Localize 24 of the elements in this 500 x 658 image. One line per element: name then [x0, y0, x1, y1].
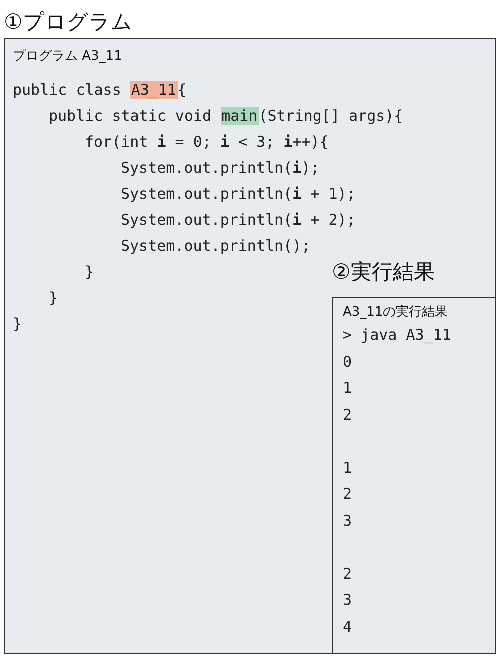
output-line: 3 [343, 512, 352, 530]
output-line: 1 [343, 379, 352, 397]
section-heading: ①プログラム [4, 9, 133, 36]
code-line: public class A3_11{ [13, 81, 187, 99]
panel-caption: プログラム A3_11 [13, 48, 122, 65]
code-line: System.out.println(i + 2); [121, 211, 356, 229]
code-line: } [13, 315, 22, 333]
code-line: } [49, 289, 58, 307]
output-line: 2 [343, 564, 352, 582]
code-line: System.out.println(i + 1); [121, 185, 356, 203]
code-line: System.out.println(i); [121, 159, 320, 177]
output-line: 2 [343, 406, 352, 424]
output-line: 4 [343, 618, 352, 636]
code-line: } [85, 263, 94, 281]
code-line: for(int i = 0; i < 3; i++){ [85, 133, 329, 151]
code-line: public static void main(String[] args){ [49, 107, 404, 125]
output-line: 2 [343, 485, 352, 503]
output-line: 1 [343, 458, 352, 476]
panel-caption: A3_11の実行結果 [343, 304, 448, 321]
code-line: System.out.println(); [121, 237, 311, 255]
output-line: 3 [343, 591, 352, 609]
output-line: 0 [343, 352, 352, 370]
output-line: > java A3_11 [343, 326, 452, 344]
section-heading: ②実行結果 [332, 259, 435, 286]
